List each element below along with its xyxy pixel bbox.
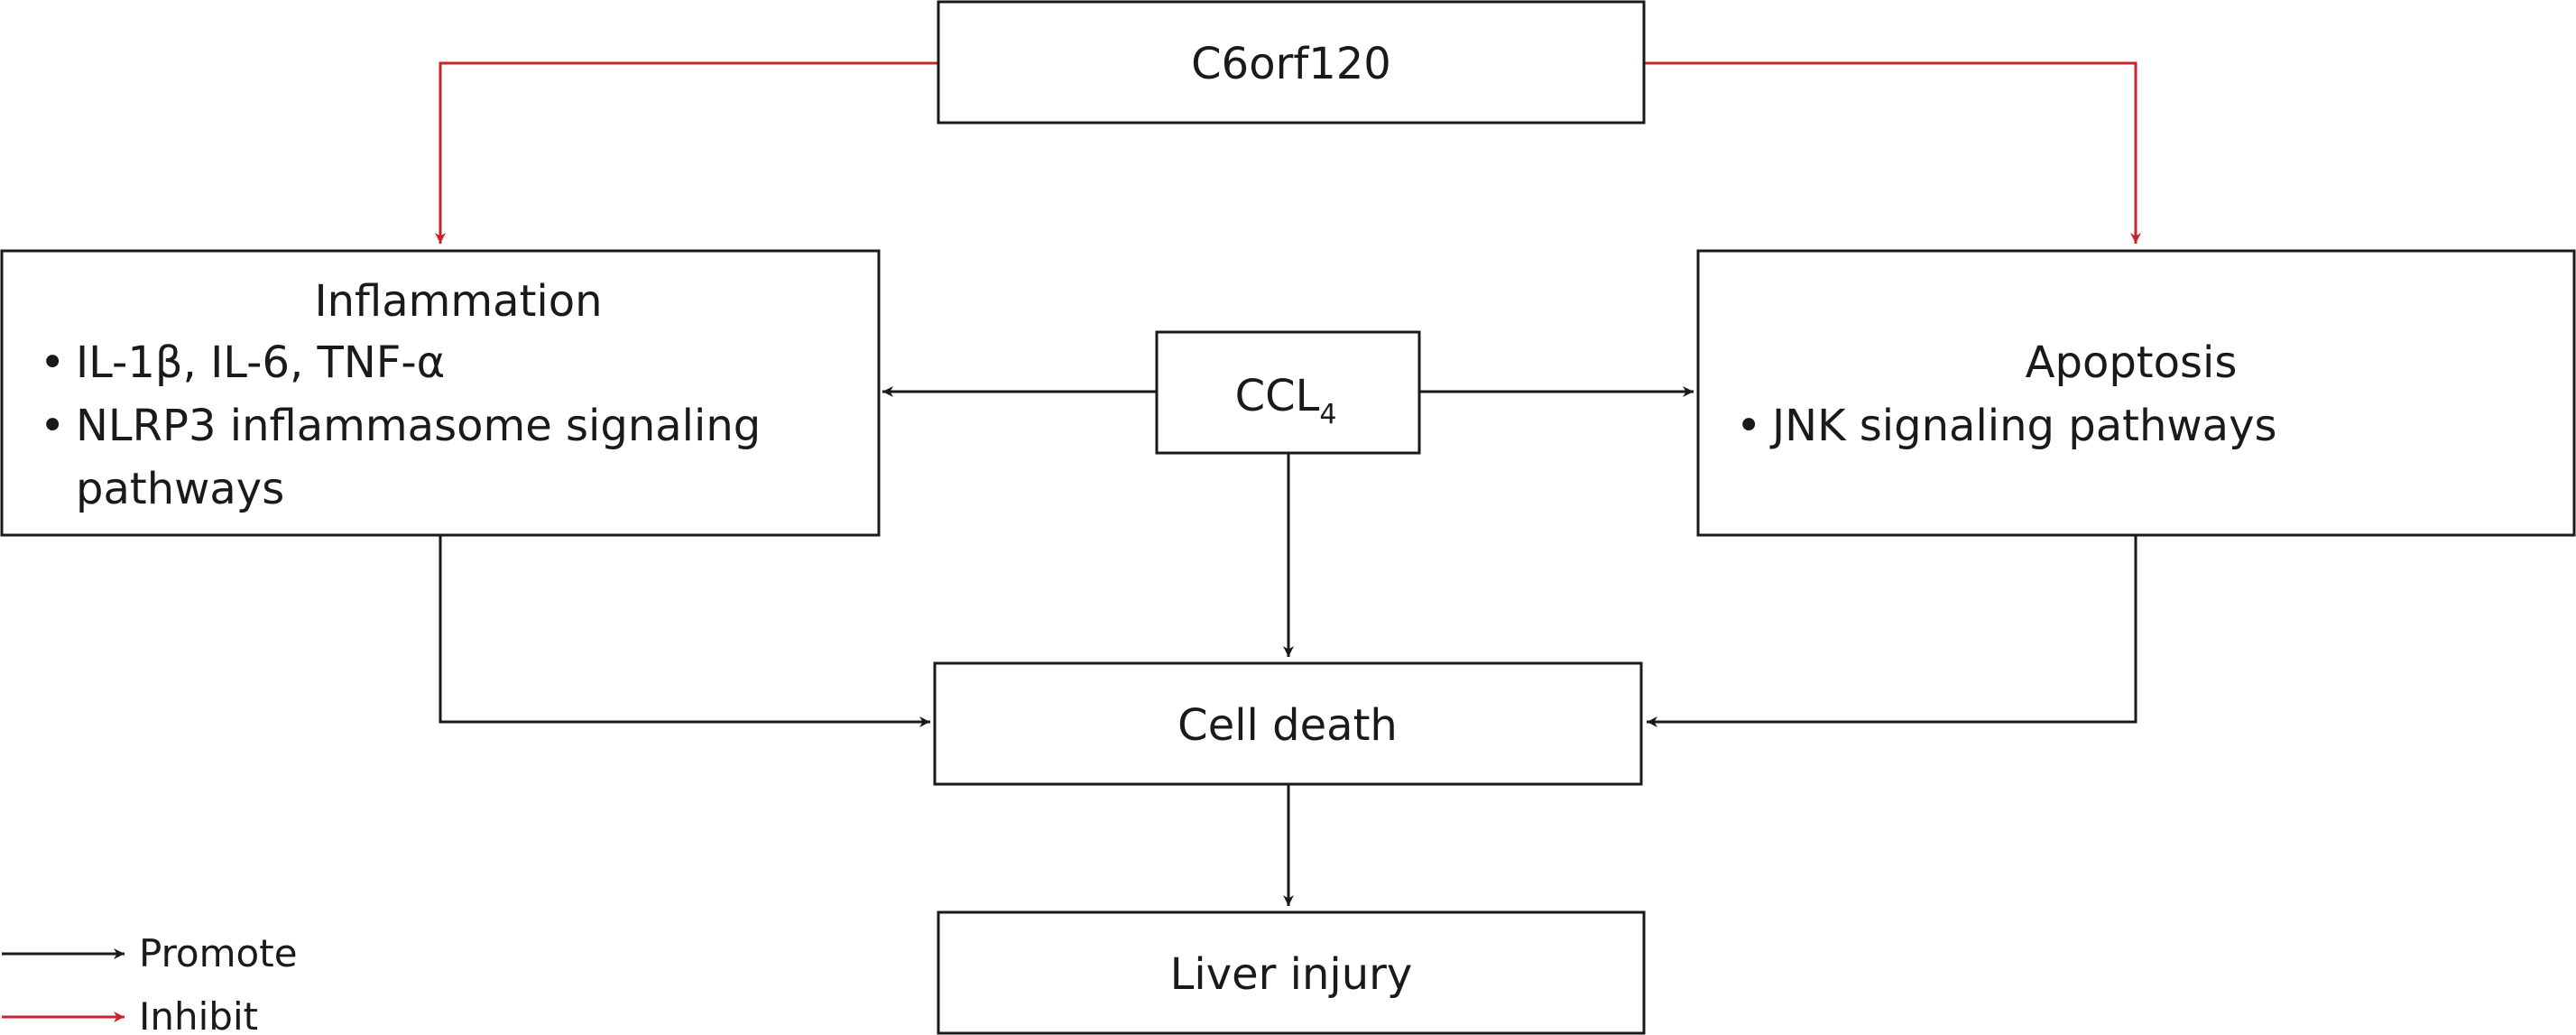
node-apoptosis-box	[1696, 249, 2576, 537]
apoptosis-bullet-1: JNK signaling pathways	[1769, 401, 2276, 451]
node-apoptosis-title: Apoptosis	[2026, 337, 2238, 388]
node-inflammation-title: Inflammation	[314, 276, 602, 327]
node-liver-injury-label: Liver injury	[1170, 949, 1413, 1000]
node-ccl4-label: CCL4	[1235, 371, 1337, 430]
inflammation-bullet-2: NLRP3 inflammasome signaling	[76, 401, 761, 451]
inflammation-bullet-marker-1: •	[40, 337, 65, 388]
node-c6orf120: C6orf120	[937, 0, 1646, 125]
node-inflammation-box	[0, 249, 881, 537]
inflammation-bullet-marker-2: •	[40, 401, 65, 451]
ccl4-main-text: CCL	[1235, 371, 1320, 421]
node-c6orf120-label: C6orf120	[1191, 39, 1391, 89]
edge-c6orf120-to-apoptosis	[1644, 61, 2141, 244]
legend: Promote Inhibit	[2, 931, 298, 1035]
node-cell-death-label: Cell death	[1177, 700, 1398, 751]
edge-c6orf120-to-inflammation	[435, 61, 938, 244]
apoptosis-bullet-marker-1: •	[1736, 401, 1761, 451]
node-ccl4-box	[1155, 330, 1421, 455]
node-liver-injury-box	[937, 910, 1646, 1035]
node-cell-death-box	[933, 661, 1643, 786]
inflammation-bullet-2-continued: pathways	[76, 464, 284, 514]
edge-inflammation-to-cell-death	[439, 535, 930, 727]
inflammation-bullet-1: IL-1β, IL-6, TNF-α	[76, 337, 445, 388]
edges-layer	[435, 61, 2141, 906]
node-apoptosis: Apoptosis • JNK signaling pathways	[1696, 249, 2576, 537]
node-ccl4: CCL4	[1155, 330, 1421, 455]
legend-inhibit-label: Inhibit	[139, 994, 258, 1035]
ccl4-subscript: 4	[1319, 399, 1336, 430]
node-inflammation: Inflammation • IL-1β, IL-6, TNF-α • NLRP…	[0, 249, 881, 537]
node-cell-death: Cell death	[933, 661, 1643, 786]
legend-promote-label: Promote	[139, 931, 298, 975]
edge-apoptosis-to-cell-death	[1647, 535, 2137, 727]
node-c6orf120-box	[937, 0, 1646, 125]
node-liver-injury: Liver injury	[937, 910, 1646, 1035]
